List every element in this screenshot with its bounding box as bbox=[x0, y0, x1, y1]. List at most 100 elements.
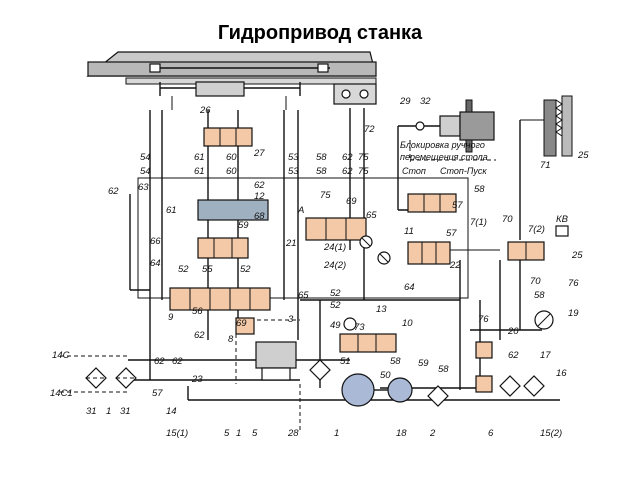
label: 75 bbox=[358, 152, 369, 163]
limit-switches bbox=[333, 83, 377, 105]
handwheel-unit bbox=[398, 99, 495, 153]
label: 52 bbox=[240, 264, 251, 275]
label: 23 bbox=[191, 374, 203, 385]
relief-valve-unit bbox=[255, 341, 297, 381]
label: 27 bbox=[253, 148, 265, 159]
label: 62 bbox=[154, 356, 165, 367]
annotations: Блокировка ручного перемещения стола Сто… bbox=[400, 140, 569, 225]
label: 26 bbox=[199, 105, 211, 116]
label: 57 bbox=[152, 388, 163, 399]
label: 5 bbox=[252, 428, 258, 439]
label: 53 bbox=[288, 166, 299, 177]
label: 54 bbox=[140, 166, 151, 177]
label: 21 bbox=[285, 238, 297, 249]
label: 58 bbox=[438, 364, 449, 375]
label: 22 bbox=[449, 260, 461, 271]
label: 51 bbox=[340, 356, 351, 367]
interlock-note-line1: Блокировка ручного bbox=[400, 140, 485, 150]
label: 62 bbox=[108, 186, 119, 197]
label: 52 bbox=[178, 264, 189, 275]
label: 58 bbox=[316, 166, 327, 177]
label: 1 bbox=[334, 428, 339, 439]
label: 62 bbox=[254, 180, 265, 191]
label: 68 bbox=[254, 211, 265, 222]
label: 58 bbox=[474, 184, 485, 195]
label: 62 bbox=[194, 330, 205, 341]
label: 73 bbox=[354, 322, 365, 333]
label: 57 bbox=[446, 228, 457, 239]
label: 75 bbox=[320, 190, 331, 201]
label: 13 bbox=[376, 304, 387, 315]
label: 66 bbox=[150, 236, 161, 247]
label: 69 bbox=[236, 318, 247, 329]
label: 7(1) bbox=[470, 217, 487, 228]
label: 71 bbox=[540, 160, 551, 171]
label: 52 bbox=[330, 300, 341, 311]
label: 61 bbox=[166, 205, 177, 216]
pumps bbox=[341, 373, 413, 407]
label: 64 bbox=[404, 282, 415, 293]
label: 14С bbox=[52, 350, 70, 361]
label: 58 bbox=[316, 152, 327, 163]
label: 62 bbox=[172, 356, 183, 367]
label: 65 bbox=[366, 210, 377, 221]
label: 15(2) bbox=[540, 428, 562, 439]
label: 52 bbox=[330, 288, 341, 299]
label: 70 bbox=[530, 276, 541, 287]
label: 72 bbox=[364, 124, 375, 135]
label: 59 bbox=[238, 220, 249, 231]
label: 5 bbox=[224, 428, 230, 439]
label: 14С1 bbox=[50, 388, 73, 399]
label: 25 bbox=[571, 250, 583, 261]
label: 6 bbox=[488, 428, 494, 439]
labels: 26 29 32 27 72 25 54 61 60 53 58 62 75 5… bbox=[50, 96, 589, 439]
label: 60 bbox=[226, 152, 237, 163]
label: 3 bbox=[288, 314, 294, 325]
label: А bbox=[297, 205, 304, 216]
label: 59 bbox=[418, 358, 429, 369]
check-valve bbox=[555, 225, 569, 237]
stop-note: Стоп bbox=[402, 166, 426, 176]
label: 62 bbox=[508, 350, 519, 361]
label: 64 bbox=[150, 258, 161, 269]
label: 24(1) bbox=[323, 242, 346, 253]
label: 15(1) bbox=[166, 428, 188, 439]
label: 76 bbox=[568, 278, 579, 289]
label: 65 bbox=[298, 290, 309, 301]
label: 60 bbox=[226, 166, 237, 177]
label: 50 bbox=[380, 370, 391, 381]
label: 18 bbox=[396, 428, 407, 439]
label: 2 bbox=[429, 428, 436, 439]
label: 31 bbox=[120, 406, 131, 417]
rack-gear bbox=[543, 95, 573, 157]
label: 49 bbox=[330, 320, 341, 331]
pressure-gauges bbox=[343, 235, 554, 331]
label: 61 bbox=[194, 166, 205, 177]
label: 63 bbox=[138, 182, 149, 193]
label: 25 bbox=[577, 150, 589, 161]
label: 11 bbox=[404, 226, 414, 237]
label: 29 bbox=[399, 96, 411, 107]
label: 57 bbox=[452, 200, 463, 211]
label: 69 bbox=[346, 196, 357, 207]
label: 9 bbox=[168, 312, 174, 323]
label: 1 bbox=[236, 428, 241, 439]
label: 70 bbox=[502, 214, 513, 225]
control-valves bbox=[169, 127, 545, 393]
label: 24(2) bbox=[323, 260, 346, 271]
label: 1 bbox=[106, 406, 111, 417]
label: 16 bbox=[556, 368, 567, 379]
label: 58 bbox=[534, 290, 545, 301]
label: 10 bbox=[402, 318, 413, 329]
label: 54 bbox=[140, 152, 151, 163]
label: 55 bbox=[202, 264, 213, 275]
label: 28 bbox=[287, 428, 299, 439]
interlock-note-line2: перемещения стола bbox=[400, 152, 488, 162]
stop-start-note: Стоп-Пуск bbox=[440, 166, 487, 176]
label: 14 bbox=[166, 406, 177, 417]
label: 31 bbox=[86, 406, 97, 417]
label: 19 bbox=[568, 308, 579, 319]
label: 76 bbox=[478, 314, 489, 325]
label: 17 bbox=[540, 350, 551, 361]
